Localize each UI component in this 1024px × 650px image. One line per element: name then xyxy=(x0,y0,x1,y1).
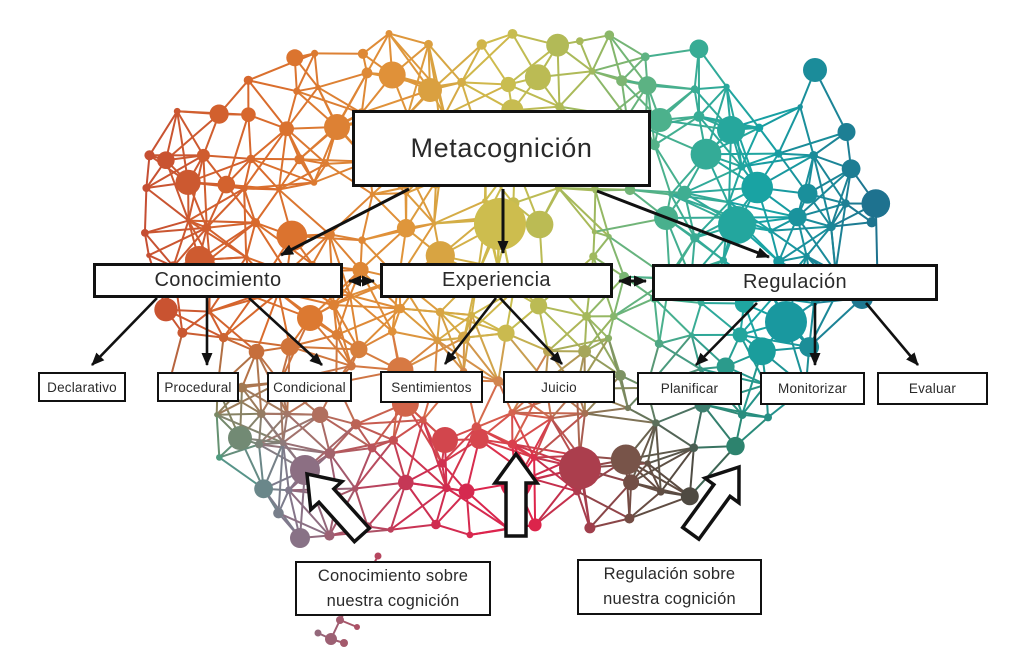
node-metacognicion-label: Metacognición xyxy=(410,133,593,163)
node-planificar-label: Planificar xyxy=(660,381,719,396)
arrow-experiencia-juicio xyxy=(499,297,563,365)
node-experiencia: Experiencia xyxy=(380,263,613,298)
annotation-arrow-up xyxy=(491,451,541,538)
node-planificar: Planificar xyxy=(637,372,742,405)
node-sentimientos-label: Sentimientos xyxy=(391,379,472,395)
annotation-conocimiento-sobre: Conocimiento sobre nuestra cognición xyxy=(295,561,491,616)
node-juicio: Juicio xyxy=(503,371,615,403)
node-juicio-label: Juicio xyxy=(541,379,577,395)
node-declarativo: Declarativo xyxy=(38,372,126,402)
annotation-regulacion-sobre-text: Regulación sobre nuestra cognición xyxy=(603,565,736,608)
annotation-conocimiento-sobre-text: Conocimiento sobre nuestra cognición xyxy=(317,566,469,610)
node-evaluar: Evaluar xyxy=(877,372,988,405)
node-sentimientos: Sentimientos xyxy=(380,371,483,403)
node-condicional-label: Condicional xyxy=(273,379,346,395)
node-regulacion: Regulación xyxy=(652,264,938,301)
arrow-experiencia-sentimientos xyxy=(443,297,498,365)
annotation-arrow-up-right xyxy=(680,464,741,542)
node-conocimiento: Conocimiento xyxy=(93,263,343,298)
node-monitorizar-label: Monitorizar xyxy=(778,381,847,396)
annotation-arrow-up-left xyxy=(305,471,372,545)
node-procedural-label: Procedural xyxy=(164,379,232,395)
arrow-conocimiento-condicional xyxy=(248,297,323,366)
node-evaluar-label: Evaluar xyxy=(908,381,957,396)
node-procedural: Procedural xyxy=(157,372,239,402)
arrow-regulacion-planificar xyxy=(695,302,758,366)
node-regulacion-label: Regulación xyxy=(742,271,848,293)
node-experiencia-label: Experiencia xyxy=(442,269,551,291)
node-condicional: Condicional xyxy=(267,372,352,402)
node-conocimiento-label: Conocimiento xyxy=(154,269,282,291)
arrow-conocimiento-declarativo xyxy=(91,297,158,366)
node-metacognicion: Metacognición xyxy=(352,110,651,187)
arrow-metacognicion-regulacion xyxy=(596,189,770,259)
arrow-metacognicion-conocimiento xyxy=(280,187,410,257)
node-monitorizar: Monitorizar xyxy=(760,372,865,405)
arrow-regulacion-evaluar xyxy=(865,302,919,366)
annotation-regulacion-sobre: Regulación sobre nuestra cognición xyxy=(577,559,762,615)
node-declarativo-label: Declarativo xyxy=(47,379,117,395)
